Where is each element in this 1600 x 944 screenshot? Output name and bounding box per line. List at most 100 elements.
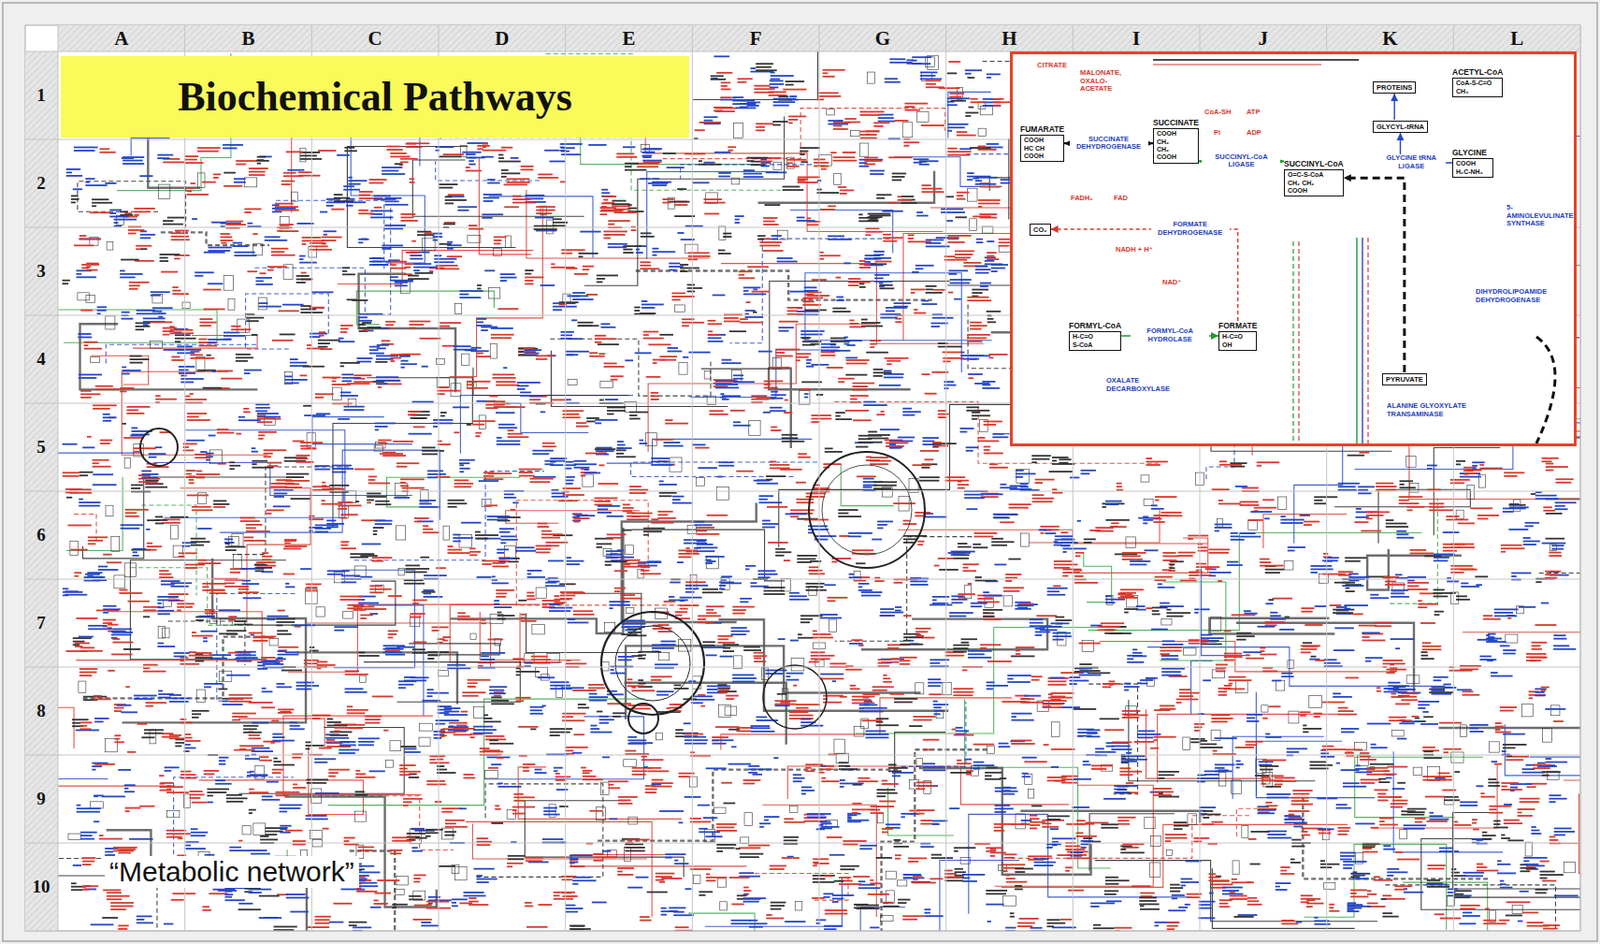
tiny-text-mark bbox=[79, 674, 92, 677]
tiny-text-mark bbox=[400, 158, 419, 160]
tiny-text-mark bbox=[292, 843, 306, 846]
tiny-text-mark bbox=[657, 517, 676, 519]
tiny-text-mark bbox=[261, 551, 269, 554]
tiny-text-mark bbox=[789, 714, 814, 717]
tiny-text-mark bbox=[206, 794, 214, 797]
tiny-text-mark bbox=[276, 682, 286, 685]
tiny-text-mark bbox=[739, 855, 760, 858]
tiny-text-mark bbox=[1517, 807, 1536, 810]
tiny-text-mark bbox=[368, 482, 390, 485]
tiny-text-mark bbox=[885, 822, 901, 825]
tiny-text-mark bbox=[821, 764, 826, 767]
tiny-text-mark bbox=[480, 329, 489, 332]
tiny-text-mark bbox=[567, 618, 576, 620]
tiny-text-mark bbox=[493, 603, 500, 606]
tiny-text-mark bbox=[1302, 727, 1322, 730]
tiny-text-mark bbox=[1262, 498, 1274, 501]
tiny-text-mark bbox=[244, 208, 261, 211]
tiny-text-mark bbox=[400, 160, 409, 163]
tiny-text-mark bbox=[495, 380, 516, 383]
tiny-text-mark bbox=[897, 436, 915, 439]
tiny-text-mark bbox=[405, 145, 423, 148]
tiny-text-mark bbox=[639, 915, 650, 918]
tiny-text-mark bbox=[812, 636, 834, 639]
tiny-text-mark bbox=[968, 106, 975, 109]
tiny-text-mark bbox=[1286, 747, 1308, 750]
tiny-text-mark bbox=[409, 323, 425, 326]
tiny-text-mark bbox=[361, 321, 372, 324]
tiny-text-mark bbox=[1487, 784, 1500, 787]
tiny-text-mark bbox=[848, 284, 859, 287]
tiny-text-mark bbox=[534, 768, 543, 771]
tiny-text-mark bbox=[1345, 587, 1351, 590]
tiny-text-mark bbox=[1137, 681, 1141, 684]
tiny-text-mark bbox=[986, 240, 995, 243]
tiny-text-mark bbox=[1447, 893, 1472, 896]
tiny-text-mark bbox=[500, 279, 507, 282]
tiny-text-mark bbox=[205, 459, 210, 462]
tiny-text-mark bbox=[374, 899, 379, 902]
tiny-text-mark bbox=[1382, 915, 1399, 918]
tiny-text-mark bbox=[337, 418, 350, 420]
tiny-text-mark bbox=[790, 639, 799, 642]
tiny-text-mark bbox=[679, 596, 703, 599]
tiny-text-mark bbox=[468, 896, 476, 899]
tiny-text-mark bbox=[1472, 828, 1480, 831]
tiny-text-mark bbox=[788, 115, 807, 118]
tiny-text-mark bbox=[821, 777, 826, 779]
tiny-text-mark bbox=[452, 533, 461, 536]
tiny-text-mark bbox=[954, 257, 971, 260]
tiny-text-mark bbox=[493, 605, 512, 608]
tiny-text-mark bbox=[667, 346, 678, 349]
tiny-text-mark bbox=[565, 907, 584, 909]
tiny-text-mark bbox=[1287, 546, 1306, 548]
tiny-text-mark bbox=[687, 284, 695, 287]
tiny-text-mark bbox=[277, 649, 287, 652]
tiny-text-mark bbox=[1139, 904, 1144, 907]
tiny-text-mark bbox=[1210, 882, 1234, 885]
tiny-text-mark bbox=[1450, 481, 1465, 484]
tiny-text-mark bbox=[211, 370, 217, 373]
tiny-text-mark bbox=[512, 806, 535, 808]
tiny-text-mark bbox=[668, 269, 677, 272]
tiny-text-mark bbox=[289, 910, 308, 913]
tiny-text-mark bbox=[196, 470, 203, 473]
tiny-text-mark bbox=[876, 794, 886, 797]
tiny-text-mark bbox=[891, 661, 900, 664]
tiny-text-mark bbox=[561, 252, 573, 255]
tiny-text-mark bbox=[892, 179, 902, 182]
tiny-text-mark bbox=[319, 211, 328, 214]
tiny-text-mark bbox=[819, 251, 823, 254]
tiny-text-mark bbox=[413, 640, 427, 643]
tiny-text-mark bbox=[513, 795, 534, 798]
tiny-text-mark bbox=[399, 355, 411, 358]
tiny-text-mark bbox=[72, 187, 83, 190]
tiny-text-mark bbox=[1445, 518, 1469, 521]
tiny-text-mark bbox=[1555, 501, 1577, 504]
tiny-text-mark bbox=[281, 669, 303, 672]
tiny-text-mark bbox=[908, 860, 919, 863]
tiny-text-mark bbox=[716, 822, 737, 825]
tiny-text-mark bbox=[596, 274, 619, 277]
tiny-text-mark bbox=[567, 621, 590, 624]
tiny-text-mark bbox=[887, 647, 899, 649]
tiny-text-mark bbox=[1035, 481, 1043, 484]
tiny-text-mark bbox=[444, 834, 455, 837]
tiny-text-mark bbox=[504, 205, 519, 208]
tiny-text-mark bbox=[420, 924, 439, 927]
tiny-text-mark bbox=[629, 411, 649, 414]
tiny-text-mark bbox=[490, 327, 514, 330]
tiny-text-mark bbox=[922, 440, 935, 443]
tiny-text-mark bbox=[1548, 800, 1556, 803]
tiny-text-mark bbox=[189, 796, 202, 799]
tiny-text-mark bbox=[850, 394, 869, 397]
tiny-text-mark bbox=[432, 626, 449, 629]
tiny-text-mark bbox=[944, 879, 964, 881]
tiny-text-mark bbox=[312, 485, 331, 488]
tiny-text-mark bbox=[274, 205, 299, 208]
tiny-text-mark bbox=[1440, 917, 1461, 920]
tiny-text-mark bbox=[206, 791, 227, 793]
tiny-text-mark bbox=[403, 578, 424, 581]
tiny-text-mark bbox=[1202, 678, 1211, 681]
tiny-text-mark bbox=[675, 925, 690, 928]
